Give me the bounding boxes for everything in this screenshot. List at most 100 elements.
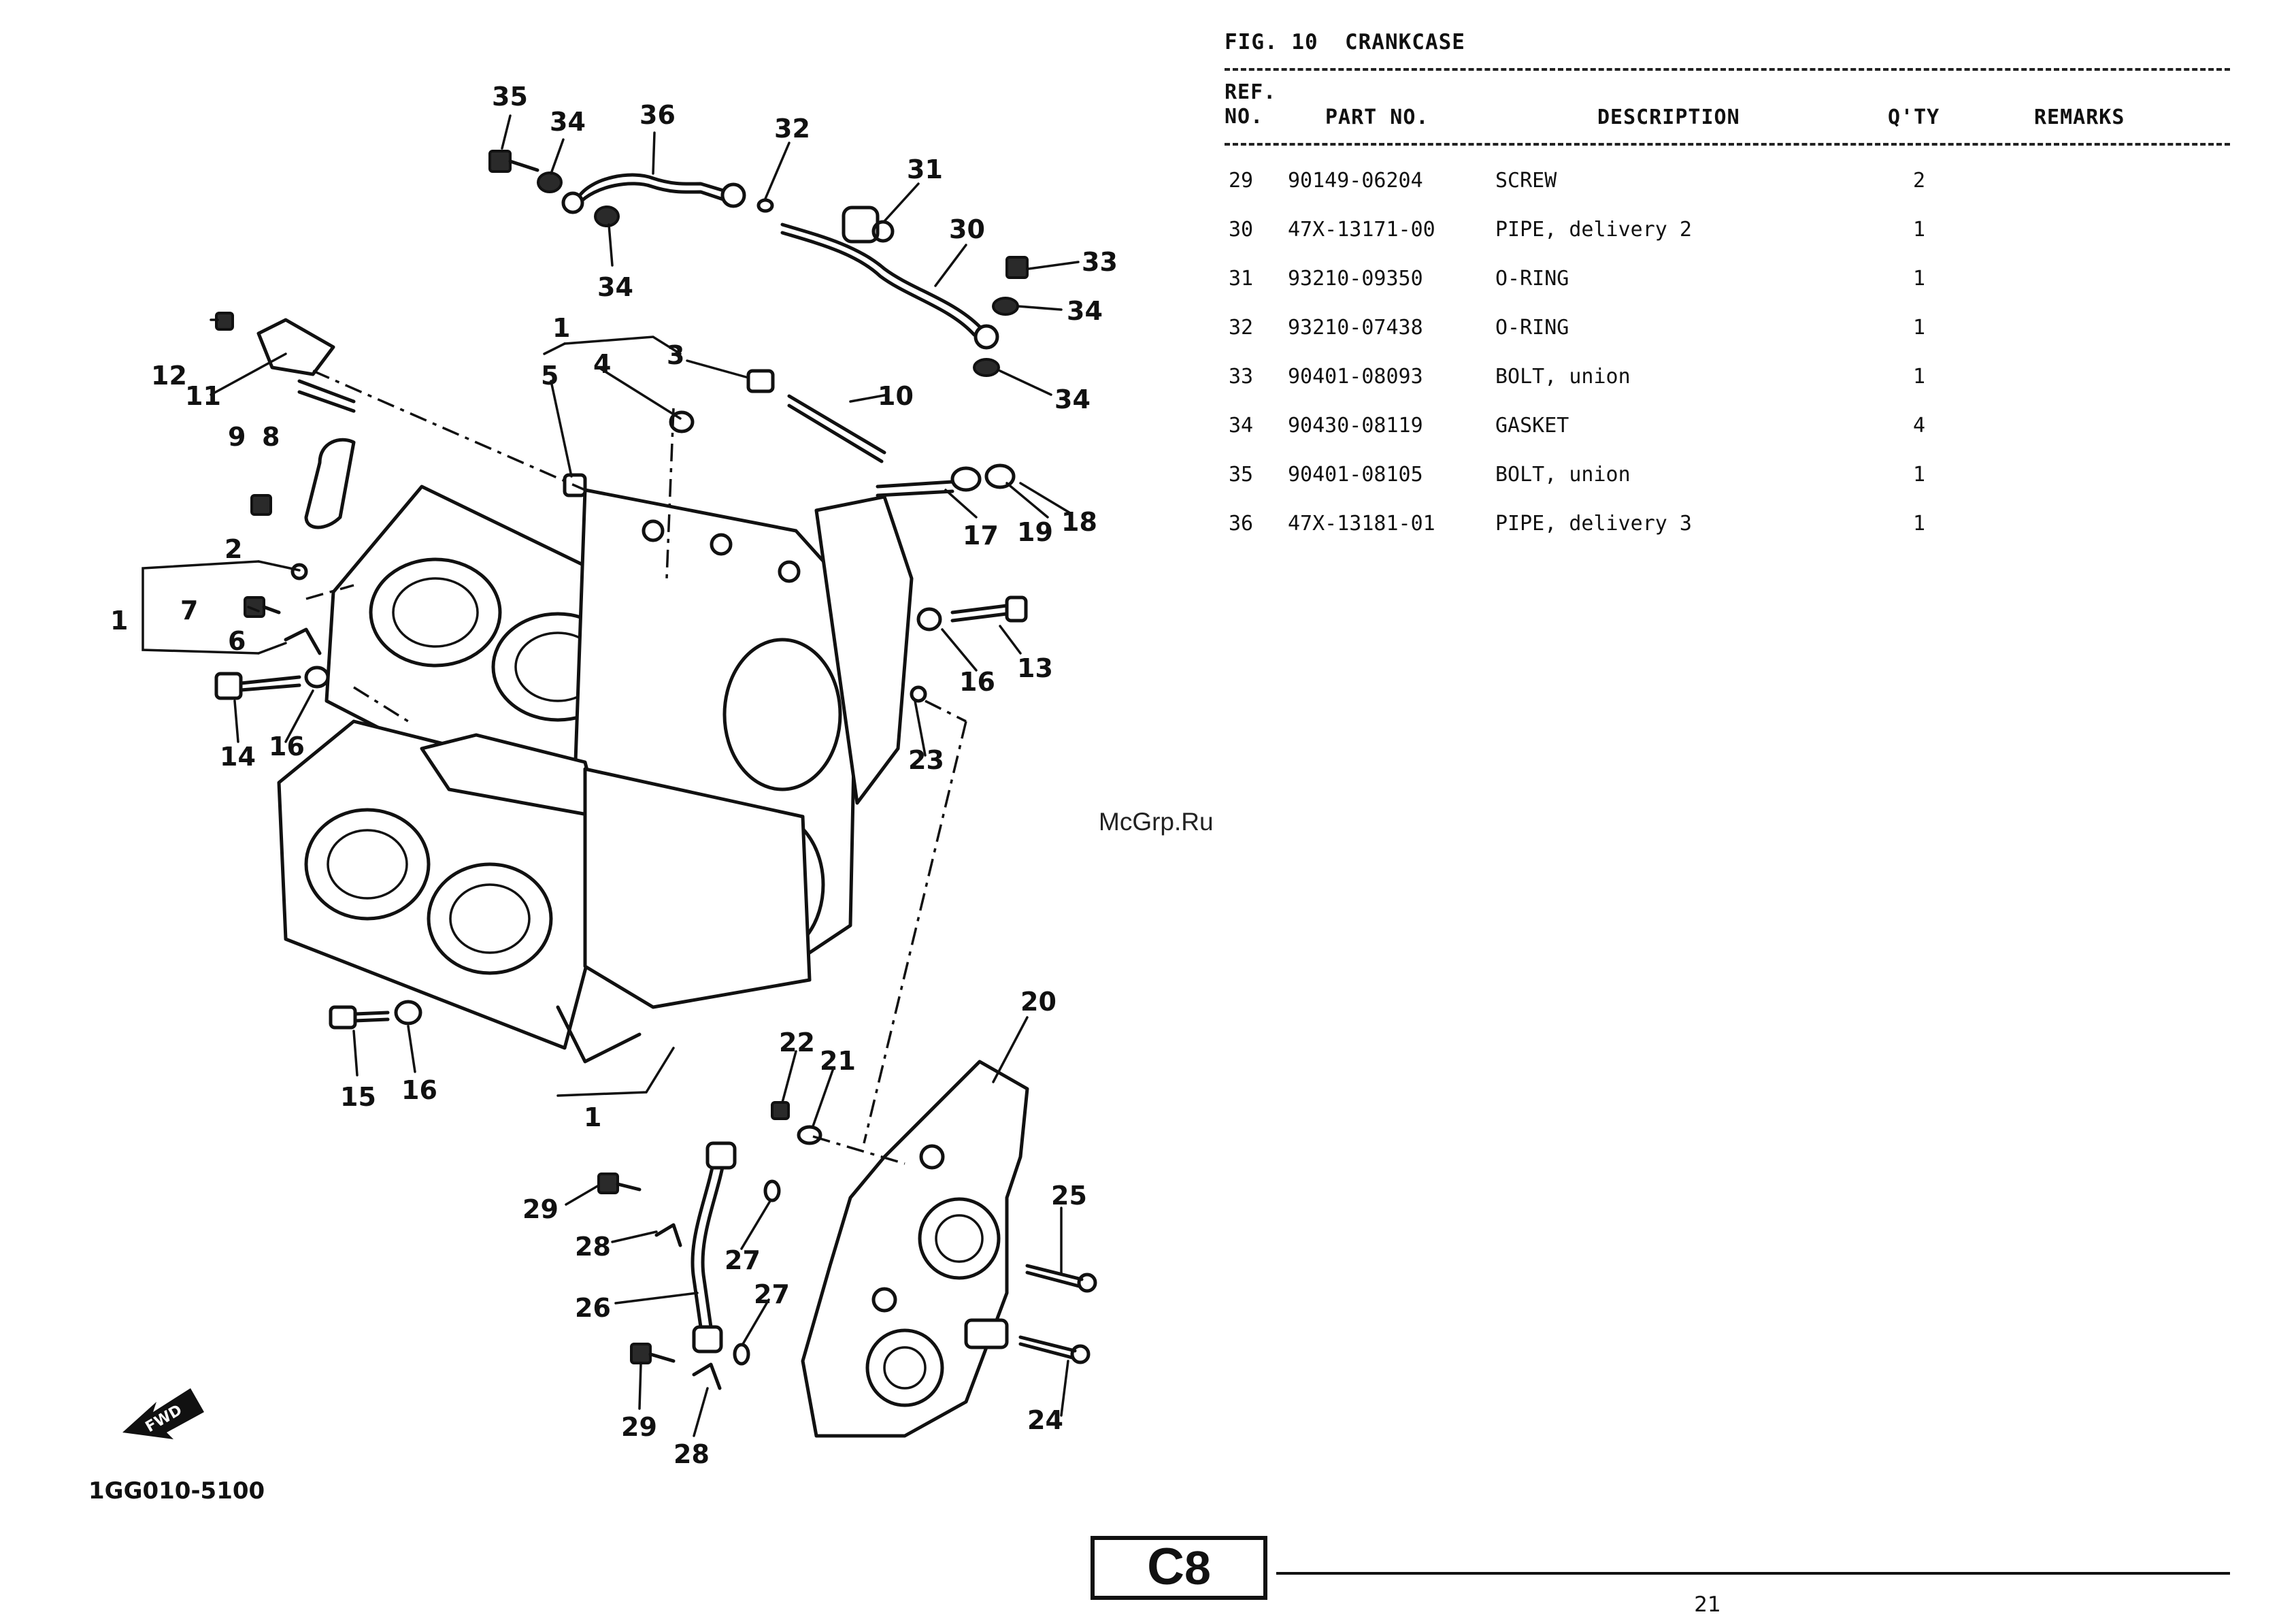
callout-24: 24 xyxy=(1027,1405,1063,1435)
crankcase-exploded-diagram: FWD 35 34 36 32 31 30 33 34 34 34 12 11 … xyxy=(88,82,1118,1505)
callout-15: 15 xyxy=(340,1082,376,1112)
callout-16: 16 xyxy=(401,1075,437,1105)
callout-27: 27 xyxy=(754,1279,790,1309)
callout-1: 1 xyxy=(552,313,570,343)
header-remarks: REMARKS xyxy=(2034,105,2125,129)
callout-29: 29 xyxy=(522,1194,559,1224)
callout-23: 23 xyxy=(908,745,944,775)
callout-34: 34 xyxy=(597,272,633,302)
callout-30: 30 xyxy=(949,214,985,244)
description: BOLT, union xyxy=(1495,463,1631,487)
header-qty: Q'TY xyxy=(1888,105,1940,129)
table-row: 29 90149-06204 SCREW 2 xyxy=(0,167,2245,195)
callout-11: 11 xyxy=(185,381,221,411)
callout-34: 34 xyxy=(1054,384,1091,414)
callout-31: 31 xyxy=(907,154,943,184)
callout-19: 19 xyxy=(1017,517,1053,547)
crankcase-cover xyxy=(801,1060,1029,1438)
description: BOLT, union xyxy=(1495,365,1631,389)
description: O-RING xyxy=(1495,316,1569,340)
leader-lines xyxy=(142,114,1080,1437)
callout-16: 16 xyxy=(269,732,305,761)
drawing-code: 1GG010-5100 xyxy=(88,1477,265,1505)
callout-14: 14 xyxy=(220,742,256,772)
quantity: 2 xyxy=(1912,169,1926,193)
callout-21: 21 xyxy=(820,1046,856,1076)
callout-5: 5 xyxy=(541,361,559,391)
part-number: 47X-13181-01 xyxy=(1288,512,1435,536)
callout-32: 32 xyxy=(774,114,810,144)
table-row: 34 90430-08119 GASKET 4 xyxy=(0,412,2245,440)
quantity: 1 xyxy=(1912,316,1926,340)
callout-12: 12 xyxy=(151,361,187,391)
callout-17: 17 xyxy=(963,521,999,551)
callout-6: 6 xyxy=(228,626,246,656)
header-part-no: PART NO. xyxy=(1325,105,1429,129)
alignment-lines xyxy=(305,370,967,1165)
callout-7: 7 xyxy=(180,595,198,625)
callout-34: 34 xyxy=(550,107,586,137)
callout-2: 2 xyxy=(224,534,242,564)
table-row: 33 90401-08093 BOLT, union 1 xyxy=(0,363,2245,391)
description: O-RING xyxy=(1495,267,1569,291)
callout-20: 20 xyxy=(1020,987,1057,1017)
callout-22: 22 xyxy=(779,1028,815,1058)
forward-direction-arrow: FWD xyxy=(122,1388,204,1439)
header-rule-bottom xyxy=(1225,143,2230,146)
callout-26: 26 xyxy=(575,1293,611,1323)
callout-16: 16 xyxy=(959,667,995,697)
description: PIPE, delivery 2 xyxy=(1495,218,1692,242)
part-number: 93210-07438 xyxy=(1288,316,1423,340)
quantity: 1 xyxy=(1912,463,1926,487)
callout-1: 1 xyxy=(584,1102,601,1132)
ref-number: 30 xyxy=(1229,218,1254,242)
callout-numbers: 35 34 36 32 31 30 33 34 34 34 12 11 1 3 … xyxy=(110,82,1118,1469)
page-number: 21 xyxy=(1694,1592,1721,1617)
callout-28: 28 xyxy=(673,1439,710,1469)
delivery-pipes xyxy=(561,173,999,350)
figure-title: FIG. 10 CRANKCASE xyxy=(1225,30,1465,54)
callout-35: 35 xyxy=(492,82,528,112)
quantity: 1 xyxy=(1912,365,1926,389)
watermark: McGrp.Ru xyxy=(1099,808,1214,836)
callout-25: 25 xyxy=(1051,1181,1087,1211)
callout-10: 10 xyxy=(878,381,914,411)
ref-number: 35 xyxy=(1229,463,1254,487)
table-row: 32 93210-07438 O-RING 1 xyxy=(0,314,2245,342)
section-letter: C xyxy=(1147,1538,1184,1596)
callout-3: 3 xyxy=(667,340,684,370)
header-ref-no: REF. NO. xyxy=(1225,80,1277,129)
callout-1: 1 xyxy=(110,606,128,636)
lower-crankcase xyxy=(277,719,812,1064)
quantity: 1 xyxy=(1912,218,1926,242)
ref-number: 34 xyxy=(1229,414,1254,438)
table-row: 35 90401-08105 BOLT, union 1 xyxy=(0,461,2245,489)
callout-33: 33 xyxy=(1082,247,1118,277)
ref-number: 32 xyxy=(1229,316,1254,340)
header-description: DESCRIPTION xyxy=(1597,105,1740,129)
ref-number: 36 xyxy=(1229,512,1254,536)
table-row: 31 93210-09350 O-RING 1 xyxy=(0,265,2245,293)
ref-number: 29 xyxy=(1229,169,1254,193)
part-number: 90149-06204 xyxy=(1288,169,1423,193)
callout-4: 4 xyxy=(593,349,611,379)
section-tab: C8 xyxy=(1091,1536,1267,1600)
part-number: 47X-13171-00 xyxy=(1288,218,1435,242)
ref-number: 31 xyxy=(1229,267,1254,291)
quantity: 1 xyxy=(1912,512,1926,536)
callout-18: 18 xyxy=(1061,507,1097,537)
callout-34: 34 xyxy=(1067,296,1103,326)
description: GASKET xyxy=(1495,414,1569,438)
callout-8: 8 xyxy=(262,422,280,452)
hardware xyxy=(214,150,1097,1390)
part-number: 90430-08119 xyxy=(1288,414,1423,438)
callout-36: 36 xyxy=(639,100,676,130)
part-number: 90401-08093 xyxy=(1288,365,1423,389)
section-number: 8 xyxy=(1184,1541,1211,1594)
description: PIPE, delivery 3 xyxy=(1495,512,1692,536)
quantity: 1 xyxy=(1912,267,1926,291)
quantity: 4 xyxy=(1912,414,1926,438)
part-number: 93210-09350 xyxy=(1288,267,1423,291)
header-rule-top xyxy=(1225,68,2230,71)
